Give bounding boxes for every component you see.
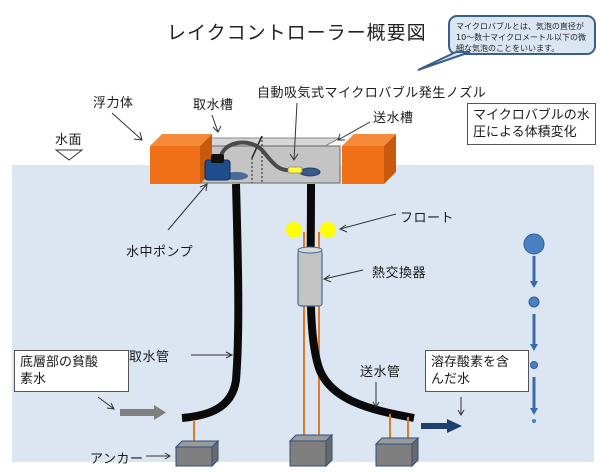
heat-exchanger-label: 熱交換器 [372, 266, 427, 281]
float-icon [320, 222, 336, 238]
hose [218, 140, 293, 173]
bubble-volume-line-2: 圧による体積変化 [473, 125, 577, 140]
pointer-arrows [97, 102, 465, 460]
bubble-tiny [532, 419, 536, 423]
float-icon [286, 222, 302, 238]
intake-pipe-label: 取水管 [129, 350, 170, 365]
callout-tail [417, 51, 471, 71]
anchor-middle [288, 433, 334, 468]
water-surface-icon [54, 149, 84, 161]
float-label: フロート [400, 211, 455, 226]
dissolved-oxygen-water-box: 溶存酸素を含 んだ水 [425, 350, 529, 392]
dissolved-oxygen-line-2: んだ水 [431, 372, 471, 387]
delivery-pipe-label: 送水管 [360, 365, 401, 380]
inflow-arrow [120, 405, 166, 420]
float-block-right [342, 134, 396, 184]
submersible-pump-icon [204, 154, 248, 181]
bubble-volume-column [523, 233, 545, 423]
float-body-label: 浮力体 [93, 96, 134, 111]
bubble-large [523, 233, 545, 255]
water-surface-label: 水面 [55, 133, 83, 148]
low-oxygen-line-1: 底層部の貧酸 [20, 355, 99, 370]
diagram-title: レイクコントローラー概要図 [167, 22, 427, 44]
bubble-volume-line-1: マイクロバブルの水 [473, 108, 590, 123]
submersible-pump-label: 水中ポンプ [126, 245, 194, 260]
heat-exchanger-icon [297, 246, 323, 307]
delivery-tank-label: 送水槽 [373, 111, 414, 126]
low-oxygen-line-2: 素水 [20, 372, 47, 387]
bubble-small [530, 361, 538, 369]
float-block-left [150, 134, 212, 184]
anchor-right [374, 436, 420, 468]
microbubble-definition-callout: マイクロバブルとは、気泡の直径が10～数十マイクロメートル以下の微細な気泡のこと… [448, 15, 596, 55]
intake-tank-label: 取水槽 [193, 98, 234, 113]
bubble-medium [528, 296, 540, 308]
low-oxygen-water-box: 底層部の貧酸 素水 [14, 350, 129, 392]
microbubble-nozzle-icon [287, 166, 321, 177]
intake-pipe [181, 183, 243, 422]
bubble-volume-change-box: マイクロバブルの水 圧による体積変化 [467, 103, 596, 145]
dissolved-oxygen-line-1: 溶存酸素を含 [431, 355, 510, 370]
anchor-label: アンカー [90, 452, 144, 467]
nozzle-label: 自動吸気式マイクロバブル発生ノズル [257, 86, 487, 101]
outflow-arrow [421, 419, 462, 433]
anchor-left [174, 439, 220, 468]
